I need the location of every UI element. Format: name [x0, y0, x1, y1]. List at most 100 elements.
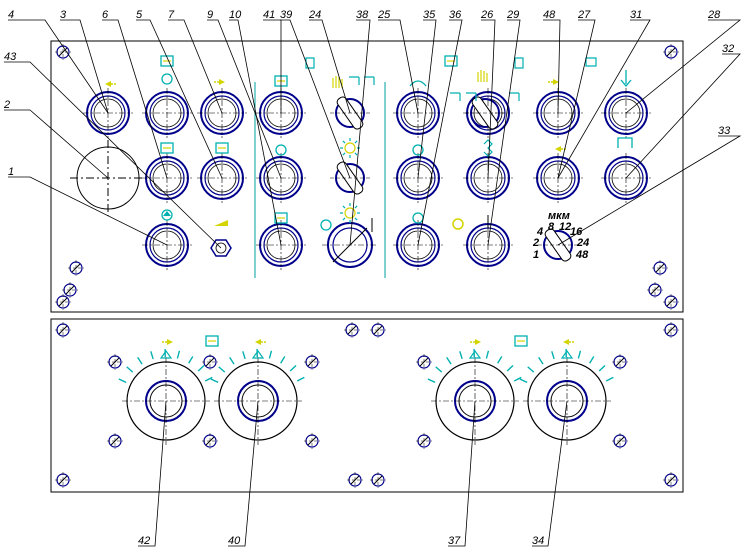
leader-lines: [4, 19, 742, 547]
clamp-icon: [617, 137, 633, 148]
leader-line: [309, 19, 351, 114]
leader-line: [60, 19, 109, 114]
callout-27: 27: [577, 9, 591, 21]
leader-line: [417, 19, 437, 179]
feed-symbol-icon: [160, 55, 174, 67]
lower-panel: [50, 318, 684, 493]
callout-2: 2: [3, 99, 10, 111]
callout-6: 6: [102, 9, 109, 21]
selector-pos-48: 48: [575, 249, 589, 261]
direction-arrow-icon: [450, 92, 461, 101]
callout-37: 37: [448, 535, 461, 547]
push-button-icon: [256, 220, 306, 270]
feed-symbol-icon: [444, 55, 458, 67]
tool-symbol-icon: [305, 57, 315, 69]
callout-34: 34: [532, 535, 544, 547]
screw-icon: [55, 472, 71, 488]
leader-line: [102, 19, 168, 179]
screw-icon: [612, 433, 628, 449]
arrow-right-icon: [214, 79, 225, 85]
leader-line: [138, 400, 167, 547]
leader-line: [543, 19, 561, 114]
screw-icon: [202, 433, 218, 449]
arrow-left-icon: [255, 339, 266, 345]
lamp-icon: [452, 218, 464, 230]
callout-41: 41: [263, 9, 275, 21]
push-button-icon: [601, 88, 651, 138]
arrow-left-icon: [105, 81, 116, 87]
callout-28: 28: [707, 9, 721, 21]
handwheel-knob-icon: [519, 348, 614, 445]
screw-icon: [647, 282, 663, 298]
screw-icon: [663, 44, 679, 60]
motor-symbol-icon: [215, 142, 229, 154]
arrow-right-icon: [470, 339, 481, 345]
arrow-right-icon: [162, 339, 173, 345]
callout-24: 24: [308, 9, 321, 21]
hex-nut-icon: [210, 239, 232, 257]
screw-icon: [663, 322, 679, 338]
selector-pos-2: 2: [532, 237, 539, 249]
screw-icon: [347, 472, 363, 488]
screw-icon: [652, 260, 668, 276]
screw-icon: [663, 294, 679, 310]
screw-icon: [416, 354, 432, 370]
callout-1: 1: [8, 166, 14, 178]
leader-line: [417, 19, 463, 246]
leader-line: [207, 19, 282, 179]
selector-pos-1: 1: [533, 249, 539, 261]
leader-line: [378, 19, 419, 114]
spring-icon: [483, 139, 493, 157]
indicator-circle-icon: [161, 209, 173, 221]
arrow-right-icon: [548, 79, 559, 85]
push-button-icon: [142, 88, 192, 138]
selector-pos-12: 12: [559, 221, 571, 233]
callout-31: 31: [630, 9, 642, 21]
wedge-icon: [214, 220, 228, 226]
hand-icon: [477, 70, 488, 82]
handwheel-knob-icon: [427, 348, 522, 445]
leader-line: [4, 61, 222, 249]
indicator-circle-icon: [161, 73, 173, 85]
separator-lines: [254, 82, 386, 278]
knob-group: [118, 96, 614, 445]
leader-line: [4, 109, 109, 179]
screw-icon: [370, 322, 386, 338]
callout-40: 40: [228, 535, 241, 547]
box-symbol-icon: [274, 212, 288, 224]
screw-icon: [55, 294, 71, 310]
leader-line: [557, 19, 596, 179]
push-button-icon: [393, 88, 443, 138]
arrow-down-icon: [620, 70, 632, 88]
screw-icon: [344, 322, 360, 338]
selector-switch-scale: мкм 1 2 4 8 12 16 24 48: [532, 210, 589, 261]
upper-panel: [50, 40, 684, 313]
indicator-circle-icon: [412, 144, 424, 156]
direction-arrow-icon: [509, 92, 520, 101]
leader-line: [280, 19, 351, 179]
callout-26: 26: [480, 9, 494, 21]
callout-25: 25: [377, 9, 391, 21]
screw-group: [55, 44, 679, 488]
selector-pos-16: 16: [570, 226, 583, 238]
indicator-circle-icon: [275, 144, 287, 156]
screw-icon: [202, 354, 218, 370]
leader-line: [229, 19, 282, 246]
callout-9: 9: [207, 9, 213, 21]
selector-pos-4: 4: [536, 226, 543, 238]
leader-line: [349, 19, 371, 246]
arrow-left-icon: [563, 339, 574, 345]
direction-arrow-icon: [364, 76, 375, 85]
callout-43: 43: [4, 51, 17, 63]
callout-5: 5: [136, 9, 143, 21]
callout-3: 3: [60, 9, 67, 21]
sun-gear-icon: [340, 203, 360, 223]
screw-icon: [612, 354, 628, 370]
symbol-group: [105, 55, 633, 347]
callout-38: 38: [356, 9, 369, 21]
tool-symbol-icon: [514, 57, 524, 69]
screw-icon: [68, 260, 84, 276]
screw-icon: [107, 433, 123, 449]
handwheel-knob-icon: [210, 348, 305, 445]
leader-line: [448, 400, 476, 547]
